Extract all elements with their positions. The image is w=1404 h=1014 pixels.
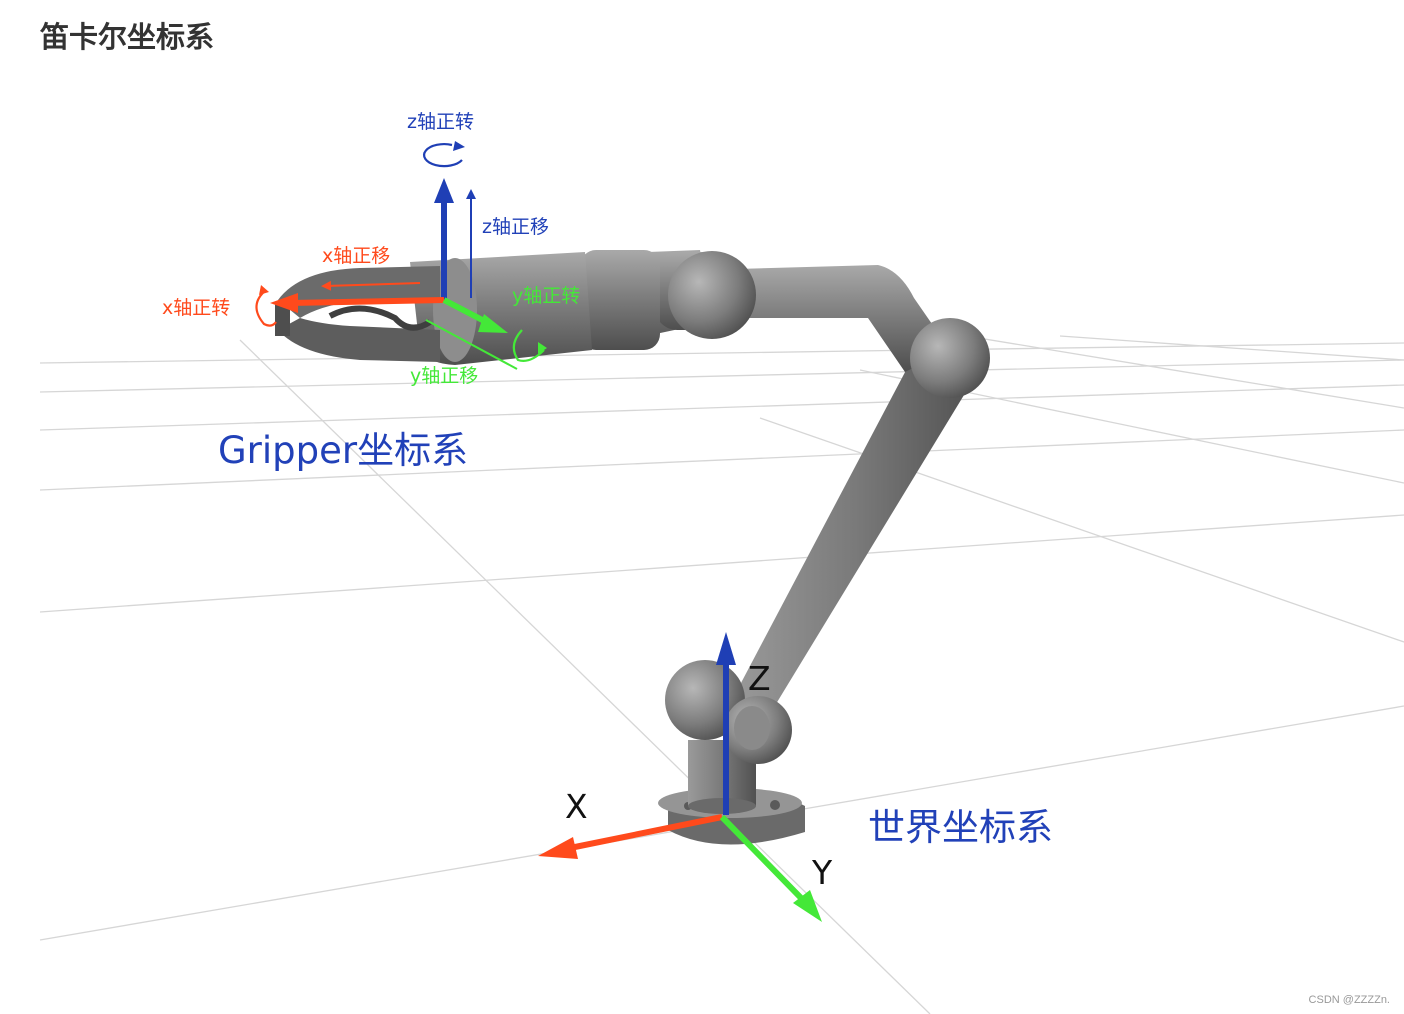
gripper-y-translate-arrow bbox=[425, 319, 518, 370]
gripper-frame-label: Gripper坐标系 bbox=[218, 429, 468, 472]
gripper-x-axis-head bbox=[270, 293, 298, 313]
gripper-x-translate-arrow bbox=[321, 280, 421, 291]
diagram-labels: z轴正转 z轴正移 x轴正移 x轴正转 y轴正转 y轴正移 Gripper坐标系… bbox=[162, 111, 1053, 892]
gripper-x-rotate-icon bbox=[255, 289, 277, 327]
gripper-x-rotate-label: x轴正转 bbox=[162, 297, 230, 319]
gripper-z-rotate-label: z轴正转 bbox=[407, 111, 474, 133]
gripper-z-rotate-icon bbox=[423, 143, 463, 168]
world-y-axis-head bbox=[793, 890, 822, 922]
robot-upper-arm bbox=[700, 265, 950, 372]
robot-elbow-joint bbox=[910, 318, 990, 398]
world-y-axis-label: Y bbox=[811, 853, 833, 892]
world-frame-label: 世界坐标系 bbox=[868, 806, 1053, 849]
gripper-y-rotate-label: y轴正转 bbox=[512, 285, 580, 307]
watermark: CSDN @ZZZZn. bbox=[1308, 994, 1390, 1006]
gripper-z-axis-head bbox=[434, 178, 454, 203]
robot-lower-arm bbox=[732, 340, 978, 722]
world-z-axis-head bbox=[716, 632, 736, 665]
robot-wrist-joint bbox=[668, 251, 756, 339]
world-x-axis-label: X bbox=[565, 787, 588, 826]
gripper-x-translate-label: x轴正移 bbox=[322, 245, 390, 267]
gripper-y-rotate-icon bbox=[512, 329, 545, 362]
robot-arm bbox=[275, 250, 990, 845]
gripper-z-translate-label: z轴正移 bbox=[482, 216, 549, 238]
world-x-axis bbox=[569, 814, 723, 851]
world-x-axis-head bbox=[538, 837, 578, 859]
page-title: 笛卡尔坐标系 bbox=[40, 20, 215, 54]
robot-gripper-finger-lower bbox=[278, 318, 440, 362]
gripper-x-axis bbox=[289, 297, 445, 306]
gripper-y-translate-label: y轴正移 bbox=[410, 365, 478, 387]
world-y-axis bbox=[719, 814, 806, 903]
gripper-frame bbox=[255, 141, 547, 370]
world-frame bbox=[538, 632, 822, 922]
world-z-axis-label: Z bbox=[748, 659, 771, 698]
gripper-y-axis-head bbox=[478, 314, 508, 333]
